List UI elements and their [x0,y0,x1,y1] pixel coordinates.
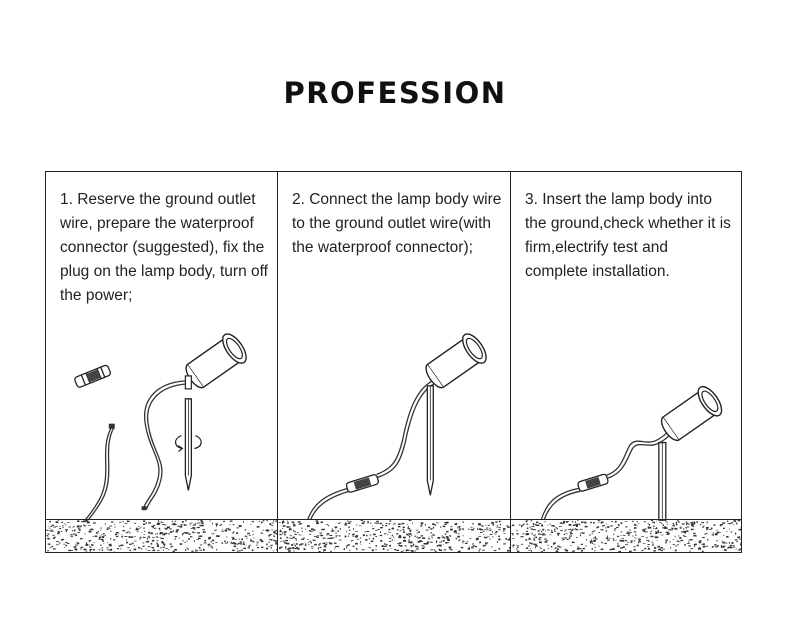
step-panel-1: 1. Reserve the ground outlet wire, prepa… [46,172,278,552]
rotate-arrow-icon [174,435,202,453]
step-panel-2: 2. Connect the lamp body wire to the gro… [278,172,511,552]
step-2-text: 2. Connect the lamp body wire to the gro… [292,191,502,256]
spike-lamp-icon [660,385,723,442]
waterproof-connector-icon [577,473,609,492]
step-3-illustration [540,385,723,521]
spike-lamp-icon [425,333,487,389]
step-2-illustration [307,333,487,520]
spike-lamp-icon [185,333,247,389]
step-1-text: 1. Reserve the ground outlet wire, prepa… [60,191,268,304]
step-3-text: 3. Insert the lamp body into the ground,… [525,191,731,280]
wire-plug-icon [108,423,115,429]
ground-texture [511,520,741,552]
ground-spike-icon [426,385,434,496]
step-panel-3: 3. Insert the lamp body into the ground,… [511,172,741,552]
ground-texture [46,520,277,552]
waterproof-connector-icon [74,364,112,388]
ground-spike-icon [184,375,192,491]
ground-soil [46,519,277,552]
ground-texture [278,520,510,552]
page-title: PROFESSION [283,76,507,110]
waterproof-connector-icon [345,474,380,493]
ground-soil [511,519,741,552]
instruction-panels: 1. Reserve the ground outlet wire, prepa… [45,171,742,553]
ground-soil [278,519,510,552]
step-1-illustration [74,333,247,520]
ground-spike-icon [658,441,667,521]
